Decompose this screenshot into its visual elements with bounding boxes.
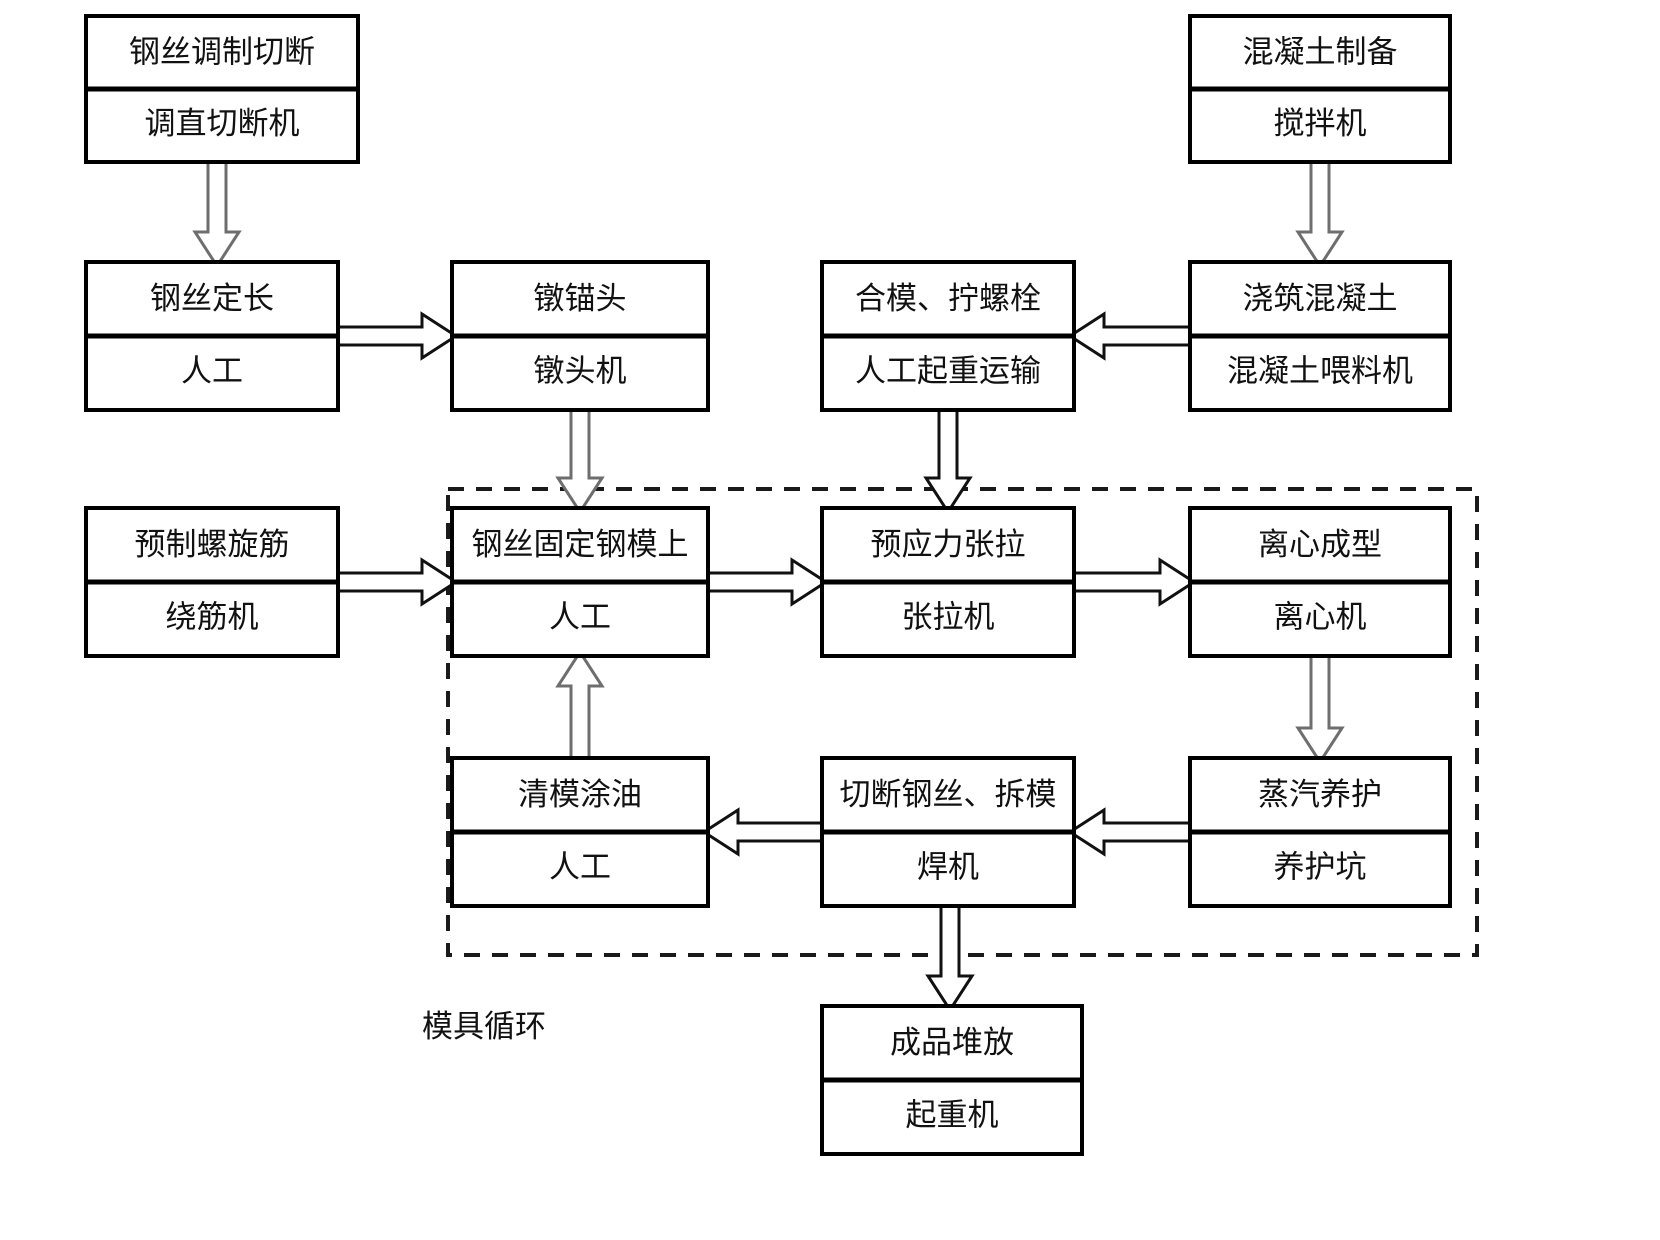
- node-resource: 张拉机: [902, 600, 995, 635]
- node-title: 清模涂油: [518, 777, 642, 812]
- connector-anchor-head-to-wire-fix: [555, 406, 605, 515]
- connector-cut-demold-to-stacking: [925, 902, 975, 1013]
- node-resource: 镦头机: [534, 354, 627, 389]
- node-resource: 调直切断机: [145, 106, 300, 141]
- node-resource: 离心机: [1274, 600, 1367, 635]
- connector-prestress-to-centrifugal: [1070, 557, 1197, 607]
- node-resource: 焊机: [917, 850, 979, 885]
- node-title: 钢丝调制切断: [129, 35, 315, 70]
- connector-clean-mold-to-wire-fix: [555, 649, 605, 762]
- node-resource: 人工: [549, 850, 611, 885]
- node-title: 成品堆放: [890, 1025, 1014, 1060]
- node-title: 浇筑混凝土: [1243, 281, 1398, 316]
- connector-centrifugal-to-steam-cure: [1295, 652, 1345, 765]
- node-resource: 绕筋机: [166, 600, 259, 635]
- connector-cut-demold-to-clean-mold: [701, 807, 826, 857]
- connector-steam-cure-to-cut-demold: [1067, 807, 1194, 857]
- node-resource: 混凝土喂料机: [1227, 354, 1413, 389]
- connector-pour-to-mold-close: [1067, 311, 1194, 361]
- node-resource: 人工: [181, 354, 243, 389]
- connector-wire-fix-to-prestress: [704, 557, 829, 607]
- connector-wire-cut-to-wire-length: [192, 158, 242, 269]
- node-title: 切断钢丝、拆模: [840, 777, 1057, 812]
- node-title: 合模、拧螺栓: [855, 281, 1041, 316]
- node-resource: 人工: [549, 600, 611, 635]
- node-title: 钢丝定长: [150, 281, 274, 316]
- node-resource: 养护坑: [1274, 850, 1367, 885]
- connector-spiral-bar-to-wire-fix: [334, 557, 459, 607]
- node-title: 离心成型: [1258, 527, 1382, 562]
- mold-cycle-label: 模具循环: [422, 1009, 546, 1044]
- connector-mold-close-to-prestress: [923, 406, 973, 515]
- connector-wire-length-to-anchor-head: [334, 311, 459, 361]
- node-title: 预应力张拉: [871, 527, 1026, 562]
- connector-concrete-prep-to-pour: [1295, 158, 1345, 269]
- node-resource: 人工起重运输: [855, 354, 1041, 389]
- connectors-layer: [192, 158, 1345, 1013]
- node-resource: 起重机: [906, 1098, 999, 1133]
- node-title: 镦锚头: [534, 281, 627, 316]
- node-title: 蒸汽养护: [1258, 777, 1382, 812]
- node-title: 混凝土制备: [1243, 35, 1398, 70]
- node-title: 预制螺旋筋: [135, 527, 290, 562]
- node-resource: 搅拌机: [1274, 106, 1367, 141]
- node-title: 钢丝固定钢模上: [472, 527, 689, 562]
- nodes-layer: 钢丝调制切断调直切断机混凝土制备搅拌机钢丝定长人工镦锚头镦头机合模、拧螺栓人工起…: [84, 14, 1452, 1156]
